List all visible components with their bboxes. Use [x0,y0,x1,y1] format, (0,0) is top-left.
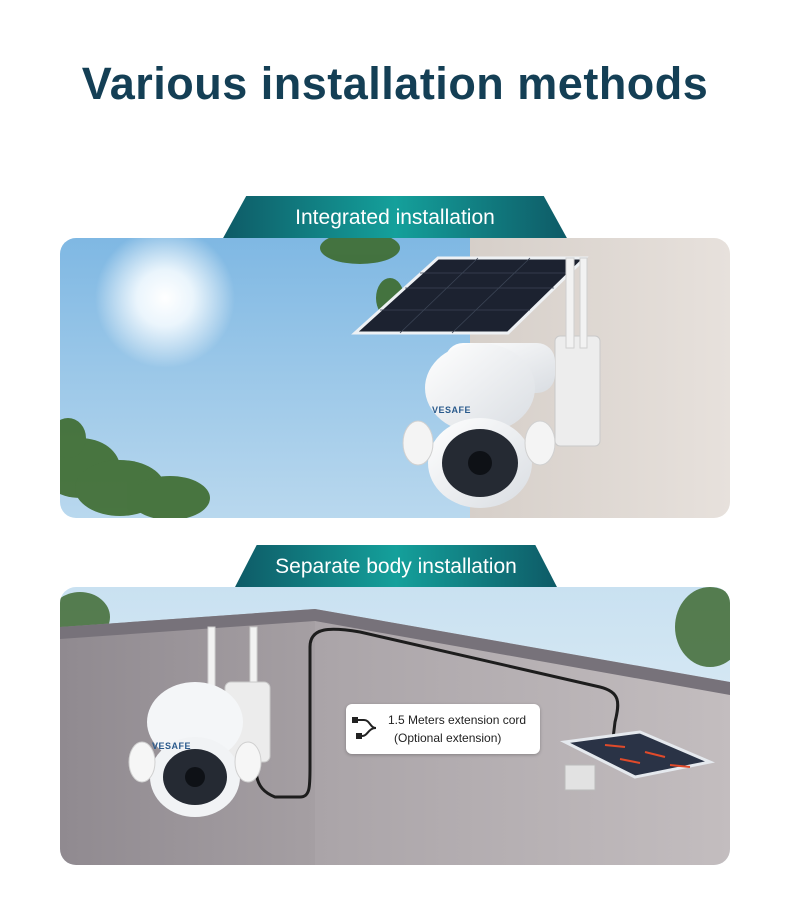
cable-icon [352,717,377,739]
camera-brand-logo: VESAFE [432,405,472,415]
integrated-installation-photo: VESAFE [60,238,730,518]
camera-brand-logo: VESAFE [152,741,192,751]
tab-separate-body-installation: Separate body installation [234,545,558,589]
extension-cord-callout: 1.5 Meters extension cord (Optional exte… [346,704,540,754]
tab-integrated-installation: Integrated installation [222,196,568,240]
page-title: Various installation methods [81,58,709,109]
separate-installation-photo: VESAFE 1.5 Meters extension cord (Option… [60,587,730,865]
callout-line-1: 1.5 Meters extension cord [388,713,527,727]
callout-line-2: (Optional extension) [394,731,502,745]
integrated-scene [60,238,730,518]
